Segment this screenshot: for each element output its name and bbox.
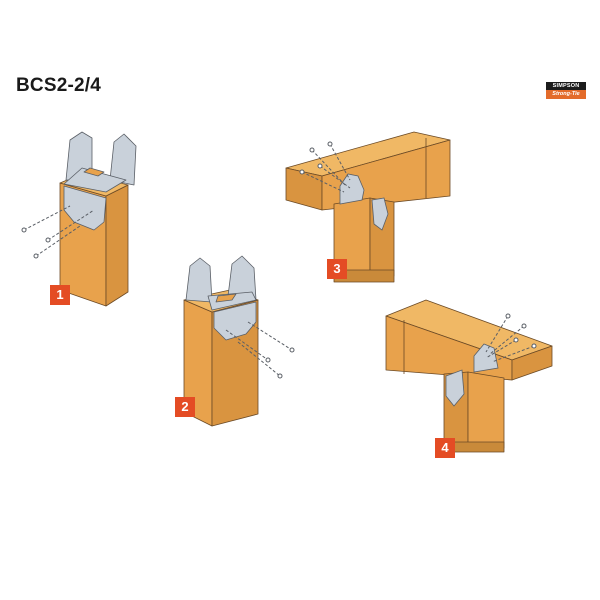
figure-3-brackets: [339, 173, 389, 231]
figure-4-beam: [385, 299, 553, 381]
figure-2-screws: [225, 321, 295, 379]
logo-bottom-text: Strong-Tie: [546, 90, 586, 99]
figure-3-badge: 3: [327, 259, 347, 279]
figure-2-post-cap: [185, 255, 257, 341]
figure-2-badge: 2: [175, 397, 195, 417]
figure-1-badge: 1: [50, 285, 70, 305]
figure-4-brackets: [445, 343, 499, 407]
logo-top-text: SIMPSON: [546, 82, 586, 90]
simpson-strong-tie-logo: SIMPSON Strong-Tie: [546, 82, 586, 99]
figure-1-screws: [21, 205, 95, 259]
figure-1-post-cap: [63, 131, 137, 231]
figure-4-badge: 4: [435, 438, 455, 458]
product-title: BCS2-2/4: [16, 75, 102, 96]
figure-4-screws: [485, 313, 537, 363]
figure-3-screws: [299, 141, 351, 193]
